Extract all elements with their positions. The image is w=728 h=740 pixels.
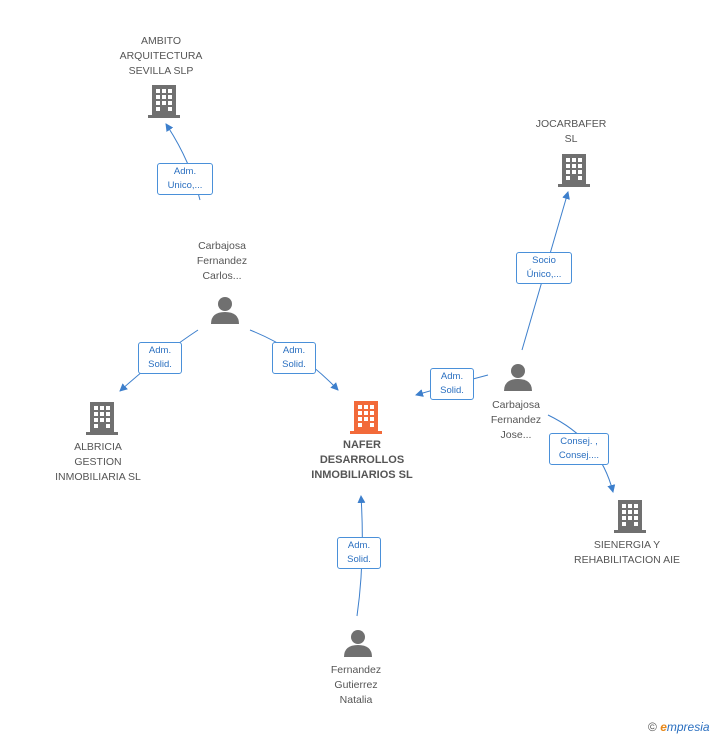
- node-label-natalia[interactable]: Fernandez Gutierrez Natalia: [271, 663, 441, 708]
- node-label-line: Carlos...: [202, 270, 242, 282]
- edge-label-carlos-nafer[interactable]: Adm. Solid.: [272, 342, 316, 374]
- copyright-icon: ©: [648, 720, 657, 734]
- node-label-nafer[interactable]: NAFER DESARROLLOS INMOBILIARIOS SL: [277, 438, 447, 483]
- edge-label-line: Adm.: [282, 345, 306, 356]
- node-label-line: Jose...: [500, 429, 532, 441]
- node-label-line: SL: [564, 133, 578, 145]
- building-icon: [148, 85, 180, 118]
- edge-label-line: Consej....: [558, 450, 600, 461]
- node-label-ambito[interactable]: AMBITO ARQUITECTURA SEVILLA SLP: [76, 34, 246, 79]
- edge-label-line: Adm.: [440, 371, 464, 382]
- node-label-line: Fernandez: [196, 255, 248, 267]
- edge-label-line: Adm.: [173, 166, 197, 177]
- node-label-line: Gutierrez: [334, 679, 378, 691]
- node-label-line: GESTION: [74, 456, 122, 468]
- edge-label-line: Solid.: [282, 359, 306, 370]
- node-label-line: INMOBILIARIA SL: [55, 471, 141, 483]
- building-icon: [558, 154, 590, 187]
- node-label-line: AMBITO: [140, 35, 182, 47]
- node-label-line: NAFER: [343, 439, 381, 451]
- node-label-line: REHABILITACION AIE: [574, 554, 680, 566]
- edge-label-line: Adm.: [347, 540, 371, 551]
- edge-label-carlos-albricia[interactable]: Adm. Solid.: [138, 342, 182, 374]
- edge-label-natalia-nafer[interactable]: Adm. Solid.: [337, 537, 381, 569]
- node-label-line: Carbajosa: [198, 240, 246, 252]
- edge-label-line: Socio: [532, 255, 556, 266]
- node-label-line: INMOBILIARIOS SL: [311, 469, 413, 481]
- edge-label-line: Solid.: [440, 385, 464, 396]
- brand-footer: © empresia: [648, 720, 710, 734]
- node-label-line: JOCARBAFER: [535, 118, 607, 130]
- node-label-line: DESARROLLOS: [319, 454, 405, 466]
- edge-label-jose-sienergia[interactable]: Consej. , Consej....: [549, 433, 609, 465]
- person-icon: [211, 297, 239, 324]
- node-label-sienergia[interactable]: SIENERGIA Y REHABILITACION AIE: [542, 538, 712, 568]
- building-main-icon: [350, 401, 382, 434]
- node-label-line: ALBRICIA: [74, 441, 122, 453]
- building-icon: [614, 500, 646, 533]
- edge-label-jose-jocarbafer[interactable]: Socio Único,...: [516, 252, 572, 284]
- node-label-jocarbafer[interactable]: JOCARBAFER SL: [486, 117, 656, 147]
- brand-logo-text: mpresia: [666, 720, 710, 734]
- node-label-carlos[interactable]: Carbajosa Fernandez Carlos...: [137, 239, 307, 284]
- edge-label-line: Único,...: [526, 269, 562, 280]
- edge-label-line: Solid.: [347, 554, 371, 565]
- edge-label-line: Unico,...: [167, 180, 203, 191]
- brand-logo-initial: e: [660, 720, 667, 734]
- person-icon: [504, 364, 532, 391]
- node-label-line: SEVILLA SLP: [128, 65, 194, 77]
- edge-label-carlos-ambito[interactable]: Adm. Unico,...: [157, 163, 213, 195]
- node-label-line: SIENERGIA Y: [593, 539, 661, 551]
- edge-label-line: Consej. ,: [560, 436, 598, 447]
- node-label-albricia[interactable]: ALBRICIA GESTION INMOBILIARIA SL: [13, 440, 183, 485]
- node-label-line: ARQUITECTURA: [119, 50, 203, 62]
- node-label-line: Natalia: [339, 694, 373, 706]
- node-label-jose[interactable]: Carbajosa Fernandez Jose...: [431, 398, 601, 443]
- edge-label-jose-nafer[interactable]: Adm. Solid.: [430, 368, 474, 400]
- person-icon: [344, 630, 372, 657]
- node-label-line: Fernandez: [330, 664, 382, 676]
- edge-label-line: Adm.: [148, 345, 172, 356]
- node-label-line: Carbajosa: [492, 399, 540, 411]
- edge-label-line: Solid.: [148, 359, 172, 370]
- building-icon: [86, 402, 118, 435]
- node-label-line: Fernandez: [490, 414, 542, 426]
